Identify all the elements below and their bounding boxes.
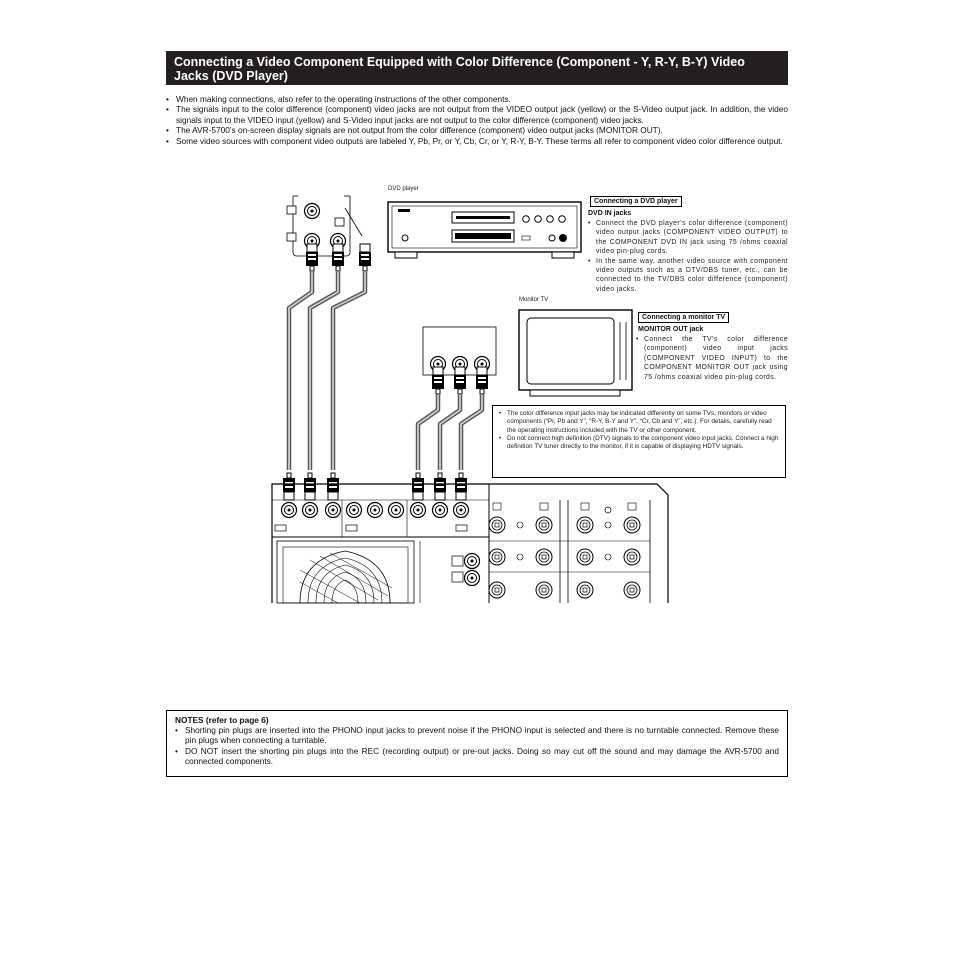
receiver-rear-panel — [271, 483, 669, 604]
dvd-player-illustration — [387, 201, 582, 259]
video-cables — [286, 272, 485, 470]
monitor-callout-bullet: Connect the TV’s color difference (compo… — [636, 335, 788, 382]
monitor-callout-list: Connect the TV’s color difference (compo… — [636, 335, 788, 382]
monitor-tv-illustration — [518, 309, 633, 397]
dvd-callout-bullet: In the same way, another video source wi… — [588, 257, 788, 295]
diagram-note-bullet: The color difference input jacks may be … — [499, 410, 779, 435]
notes-box: NOTES (refer to page 6) Shorting pin plu… — [166, 710, 788, 777]
tv-jack-panel — [422, 326, 497, 395]
section-title: Connecting a Video Component Equipped wi… — [166, 51, 788, 85]
monitor-callout-title: Connecting a monitor TV — [638, 312, 730, 323]
monitor-tv-label: Monitor TV — [519, 297, 549, 303]
notes-bullet: DO NOT insert the shorting pin plugs int… — [175, 746, 779, 766]
monitor-callout-subtitle: MONITOR OUT jack — [638, 326, 704, 333]
notes-bullet: Shorting pin plugs are inserted into the… — [175, 725, 779, 745]
diagram-note-bullet: Do not connect high definition (DTV) sig… — [499, 435, 779, 452]
intro-bullet: The AVR-5700’s on-screen display signals… — [166, 125, 788, 136]
dvd-player-label: DVD player — [388, 186, 419, 192]
notes-title: NOTES (refer to page 6) — [175, 715, 269, 725]
receiver-plugs — [282, 472, 468, 501]
dvd-callout-bullet: Connect the DVD player’s color differenc… — [588, 219, 788, 257]
diagram-note-box: The color difference input jacks may be … — [492, 405, 786, 478]
dvd-callout-list: Connect the DVD player’s color differenc… — [588, 219, 788, 294]
intro-bullet-list: When making connections, also refer to t… — [166, 94, 788, 146]
receiver-jack-panel-top — [286, 195, 372, 272]
dvd-callout-subtitle: DVD IN jacks — [588, 210, 632, 217]
intro-bullet: The signals input to the color differenc… — [166, 104, 788, 125]
intro-bullet: Some video sources with component video … — [166, 136, 788, 147]
dvd-callout-title: Connecting a DVD player — [590, 196, 682, 207]
intro-bullet: When making connections, also refer to t… — [166, 94, 788, 105]
